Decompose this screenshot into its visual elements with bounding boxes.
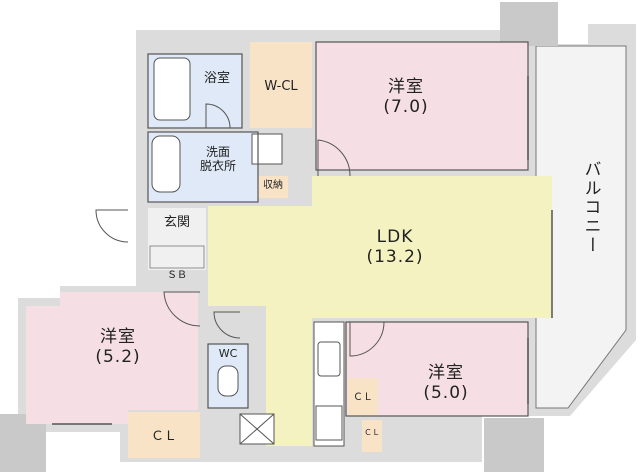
bedroom-south-size: (5.0) — [423, 382, 469, 403]
shoe-box-label: ＳＢ — [167, 270, 187, 281]
washing-machine-pan — [251, 133, 283, 165]
storage — [258, 176, 288, 198]
door-swing-wc — [213, 311, 241, 339]
bedroom-north-size: (7.0) — [383, 96, 429, 117]
bath-label: 浴室 — [203, 71, 230, 86]
kitchen-sink — [317, 341, 341, 377]
closet-south-b — [362, 420, 382, 452]
bedroom-west — [26, 292, 198, 424]
ldk-name: LDK — [376, 227, 414, 247]
closet-west — [128, 412, 200, 458]
balcony — [535, 45, 627, 409]
bathtub — [153, 57, 191, 121]
bedroom-west-label: 洋室 (5.2) — [78, 327, 158, 367]
corner-column-se — [484, 418, 544, 472]
bedroom-north — [316, 42, 528, 170]
closet-west-label: ＣＬ — [150, 429, 177, 444]
door-swing-entrance — [95, 209, 129, 243]
bedroom-west-size: (5.2) — [95, 346, 141, 367]
bedroom-west-name: 洋室 — [100, 327, 136, 347]
bedroom-south-label: 洋室 (5.0) — [406, 363, 486, 403]
balcony-corner-column — [500, 2, 558, 46]
washbasin — [151, 135, 181, 193]
bedroom-north-name: 洋室 — [388, 77, 424, 97]
walk-in-closet-label: W-CL — [264, 79, 298, 94]
entrance-label: 玄関 — [163, 215, 190, 230]
ldk-label: LDK (13.2) — [340, 227, 450, 267]
cooktop — [315, 405, 343, 441]
walk-in-closet — [250, 42, 312, 128]
closet-south-b-label: ＣＬ — [364, 428, 380, 437]
ldk-size: (13.2) — [366, 246, 424, 267]
door-swing-bedroom-west — [163, 291, 201, 327]
door-swing-bath — [205, 103, 231, 129]
balcony-label: バルコニー — [580, 160, 601, 255]
door-swing-bedroom-south — [349, 321, 385, 357]
shoe-box — [149, 245, 205, 269]
toilet-bowl — [217, 365, 239, 397]
bedroom-south-name: 洋室 — [428, 363, 464, 383]
storage-label: 収納 — [263, 180, 283, 191]
closet-south-a-label: ＣＬ — [353, 392, 373, 403]
ldk-area — [208, 176, 552, 446]
bedroom-north-label: 洋室 (7.0) — [366, 77, 446, 117]
closet-south-a — [348, 378, 378, 416]
washroom-label: 洗面 脱衣所 — [199, 145, 236, 173]
toilet-label: WC — [218, 347, 238, 360]
